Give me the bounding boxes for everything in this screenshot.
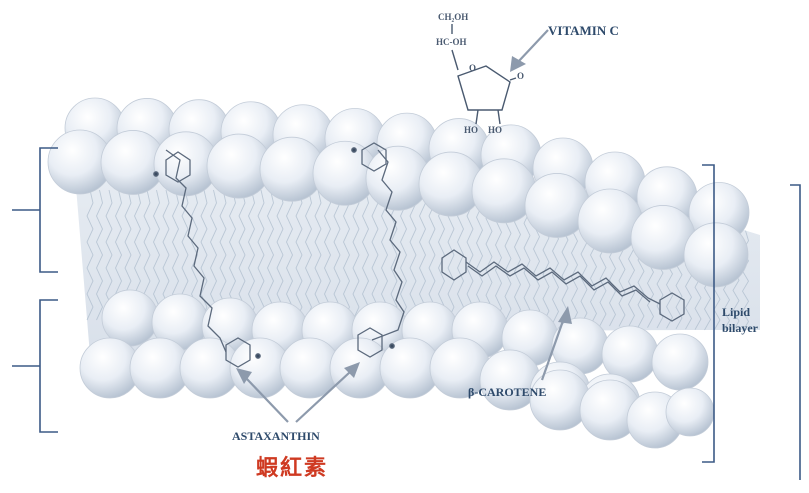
lipid-tail <box>248 189 255 321</box>
lipid-label-line1: Lipid <box>722 305 751 319</box>
vitamin-c-hydroxyl-left: HO <box>464 125 479 135</box>
lipid-tail <box>105 189 113 321</box>
lipid-tail <box>267 189 274 321</box>
vitamin-c-hydroxyl-right: HO <box>488 125 503 135</box>
vitamin-c-group-ch2oh: CH₂OH <box>438 12 469 22</box>
head-sphere <box>601 325 659 383</box>
lipid-tail <box>305 189 312 321</box>
lipid-tail <box>419 189 426 321</box>
beta-carotene-label: β-CAROTENE <box>468 385 547 399</box>
lipid-tail <box>362 189 369 321</box>
lipid-tail <box>466 189 474 321</box>
lipid-tail <box>276 189 284 321</box>
lipid-tail <box>286 189 293 321</box>
lipid-tail <box>523 198 531 323</box>
bracket-lipid-bilayer <box>702 164 715 463</box>
lipid-tail <box>295 189 303 321</box>
lipid-tail <box>324 189 331 321</box>
lipid-label-line2: bilayer <box>722 321 758 335</box>
lipid-tail <box>381 189 388 321</box>
vitamin-c-molecule <box>451 24 517 125</box>
lipid-tail <box>352 189 360 321</box>
astaxanthin-molecule-right <box>351 142 405 358</box>
upper-leaflet-heads <box>47 97 750 288</box>
vitamin-c-label: VITAMIN C <box>548 23 619 38</box>
brackets <box>12 147 801 480</box>
lower-leaflet-heads <box>79 289 715 449</box>
head-sphere <box>101 289 159 347</box>
lipid-tail <box>153 189 160 321</box>
pointer-arrows <box>236 29 572 423</box>
lipid-tail <box>314 189 322 321</box>
vitamin-c-group-hcoh: HC-OH <box>436 37 467 47</box>
bracket-lower-left <box>39 299 58 433</box>
head-sphere <box>683 222 749 288</box>
bracket-right-outer <box>790 184 801 480</box>
astaxanthin-molecule-left <box>153 149 261 368</box>
lipid-tail <box>96 189 103 321</box>
lipid-tail <box>409 189 417 321</box>
lipid-tail <box>238 189 246 321</box>
lipid-tail <box>400 189 407 321</box>
lipid-tail <box>257 189 265 321</box>
lipid-tail <box>343 189 350 321</box>
lipid-tail <box>210 189 217 321</box>
lipid-tail <box>86 189 94 321</box>
lipid-tail <box>476 191 483 321</box>
lipid-tail <box>390 189 398 321</box>
astaxanthin-label: ASTAXANTHIN <box>232 429 320 443</box>
beta-carotene-molecule <box>441 249 685 322</box>
lipid-tail <box>371 189 379 321</box>
lipid-tail <box>219 189 227 321</box>
lipid-tail <box>428 189 436 321</box>
vitamin-c-carbonyl-oxygen: O <box>517 71 525 81</box>
vitamin-c-ring-oxygen: O <box>469 63 477 73</box>
head-sphere <box>665 387 715 437</box>
lipid-tail <box>333 189 341 321</box>
astaxanthin-chinese-label: 蝦紅素 <box>256 456 329 481</box>
head-sphere <box>529 369 591 431</box>
head-sphere <box>651 333 709 391</box>
